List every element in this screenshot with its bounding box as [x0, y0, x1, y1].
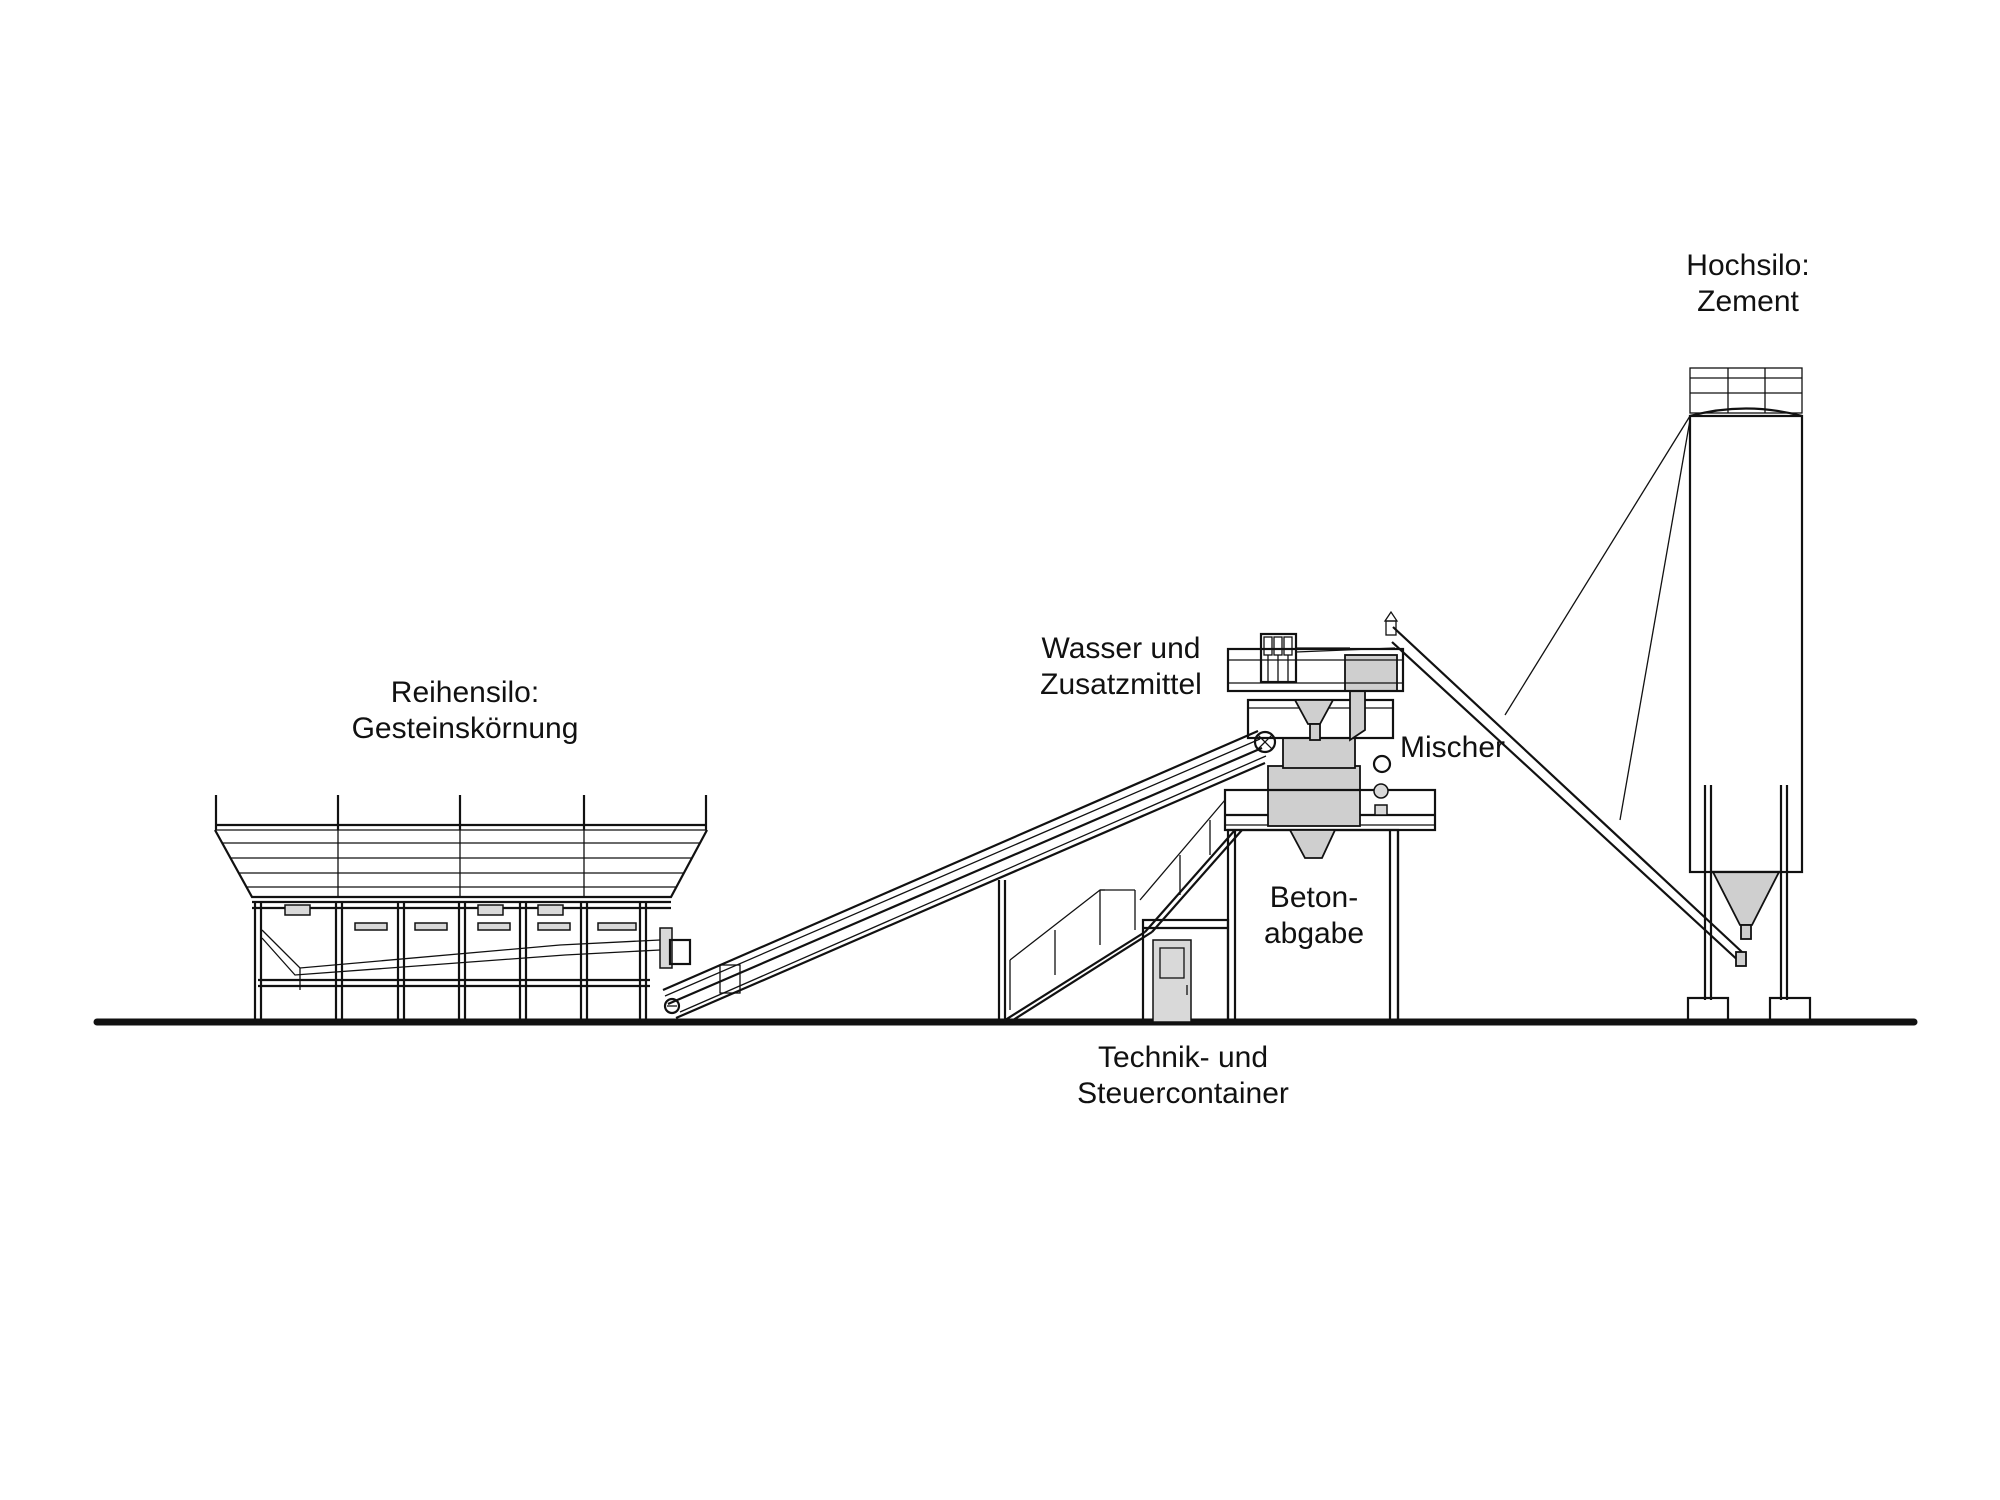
- label-reihensilo: Reihensilo: Gesteinskörnung: [352, 675, 579, 747]
- screw-conveyor: [1383, 610, 1747, 967]
- label-hochsilo-line1: Hochsilo:: [1686, 249, 1810, 282]
- label-hochsilo-line2: Zement: [1697, 285, 1799, 318]
- label-mischer-line1: Mischer: [1400, 731, 1506, 764]
- reihensilo-aggregate-bins: [214, 795, 708, 1022]
- label-betonabgabe-line2: abgabe: [1263, 917, 1365, 950]
- label-betonabgabe: Beton- abgabe: [1264, 880, 1364, 952]
- label-technik-line1: Technik- und: [1097, 1041, 1269, 1074]
- label-mischer: Mischer: [1400, 730, 1505, 766]
- inclined-conveyor: [662, 729, 1277, 1020]
- label-technik-line2: Steuercontainer: [1077, 1077, 1289, 1110]
- label-wasser-zusatzmittel: Wasser und Zusatzmittel: [1040, 631, 1202, 703]
- mixing-tower: [997, 632, 1437, 1024]
- label-reihensilo-line2: Gesteinskörnung: [351, 712, 579, 745]
- label-wasser-line2: Zusatzmittel: [1040, 668, 1202, 701]
- hochsilo-cement-silo: [1504, 367, 1812, 1024]
- label-betonabgabe-line1: Beton-: [1269, 881, 1359, 914]
- label-hochsilo: Hochsilo: Zement: [1686, 248, 1809, 320]
- label-wasser-line1: Wasser und: [1041, 632, 1201, 665]
- label-reihensilo-line1: Reihensilo:: [390, 676, 540, 709]
- label-technik-steuercontainer: Technik- und Steuercontainer: [1077, 1040, 1289, 1112]
